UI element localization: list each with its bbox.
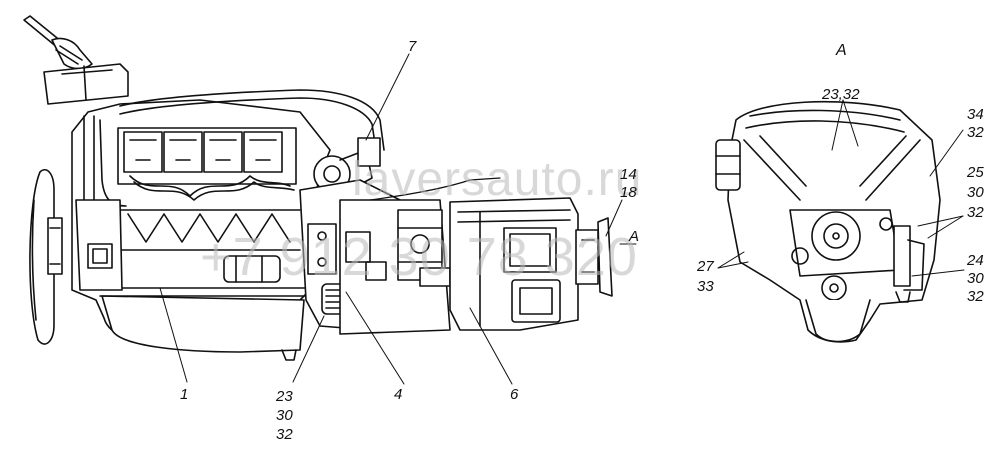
callout-18: 18 — [620, 184, 637, 201]
watermark-phone: +7 912 30 78 320 — [200, 227, 638, 287]
callout-30-b: 30 — [967, 270, 984, 287]
gearbox — [449, 197, 579, 331]
watermark-site: laversauto.ru — [352, 153, 643, 206]
callout-14: 14 — [620, 166, 637, 183]
callout-25: 25 — [967, 164, 984, 181]
block-ribs — [127, 213, 291, 243]
callout-4: 4 — [394, 386, 403, 403]
oil-pan — [101, 295, 305, 353]
clutch-booster — [397, 209, 451, 287]
callout-30-a: 30 — [967, 184, 984, 201]
callout-23-32: 23,32 — [822, 86, 860, 103]
fan — [29, 168, 63, 345]
callout-32: 32 — [276, 426, 293, 443]
callout-32-b: 32 — [967, 204, 984, 221]
callout-7: 7 — [408, 38, 417, 55]
output-flange — [575, 217, 613, 297]
callout-24: 24 — [967, 252, 984, 269]
callout-34: 34 — [967, 106, 984, 123]
cylinder-heads — [117, 127, 297, 201]
front-oil-pan — [805, 299, 871, 343]
callout-27: 27 — [697, 258, 714, 275]
callout-23: 23 — [276, 388, 293, 405]
view-title-a: A — [836, 42, 847, 59]
callout-view-a-arrow: A — [629, 228, 640, 245]
callout-30: 30 — [276, 407, 293, 424]
engine-side-view — [23, 15, 613, 361]
callout-33: 33 — [697, 278, 714, 295]
manifold-pipes — [83, 89, 385, 211]
callout-1: 1 — [180, 386, 189, 403]
gear-shift-lever — [23, 15, 129, 105]
callout-32-c: 32 — [967, 288, 984, 305]
callout-6: 6 — [510, 386, 519, 403]
leader-lines — [159, 53, 965, 385]
callout-32-a: 32 — [967, 124, 984, 141]
starter — [223, 255, 281, 283]
crank-pulley — [811, 211, 861, 261]
engine-front-view-A — [715, 100, 941, 343]
